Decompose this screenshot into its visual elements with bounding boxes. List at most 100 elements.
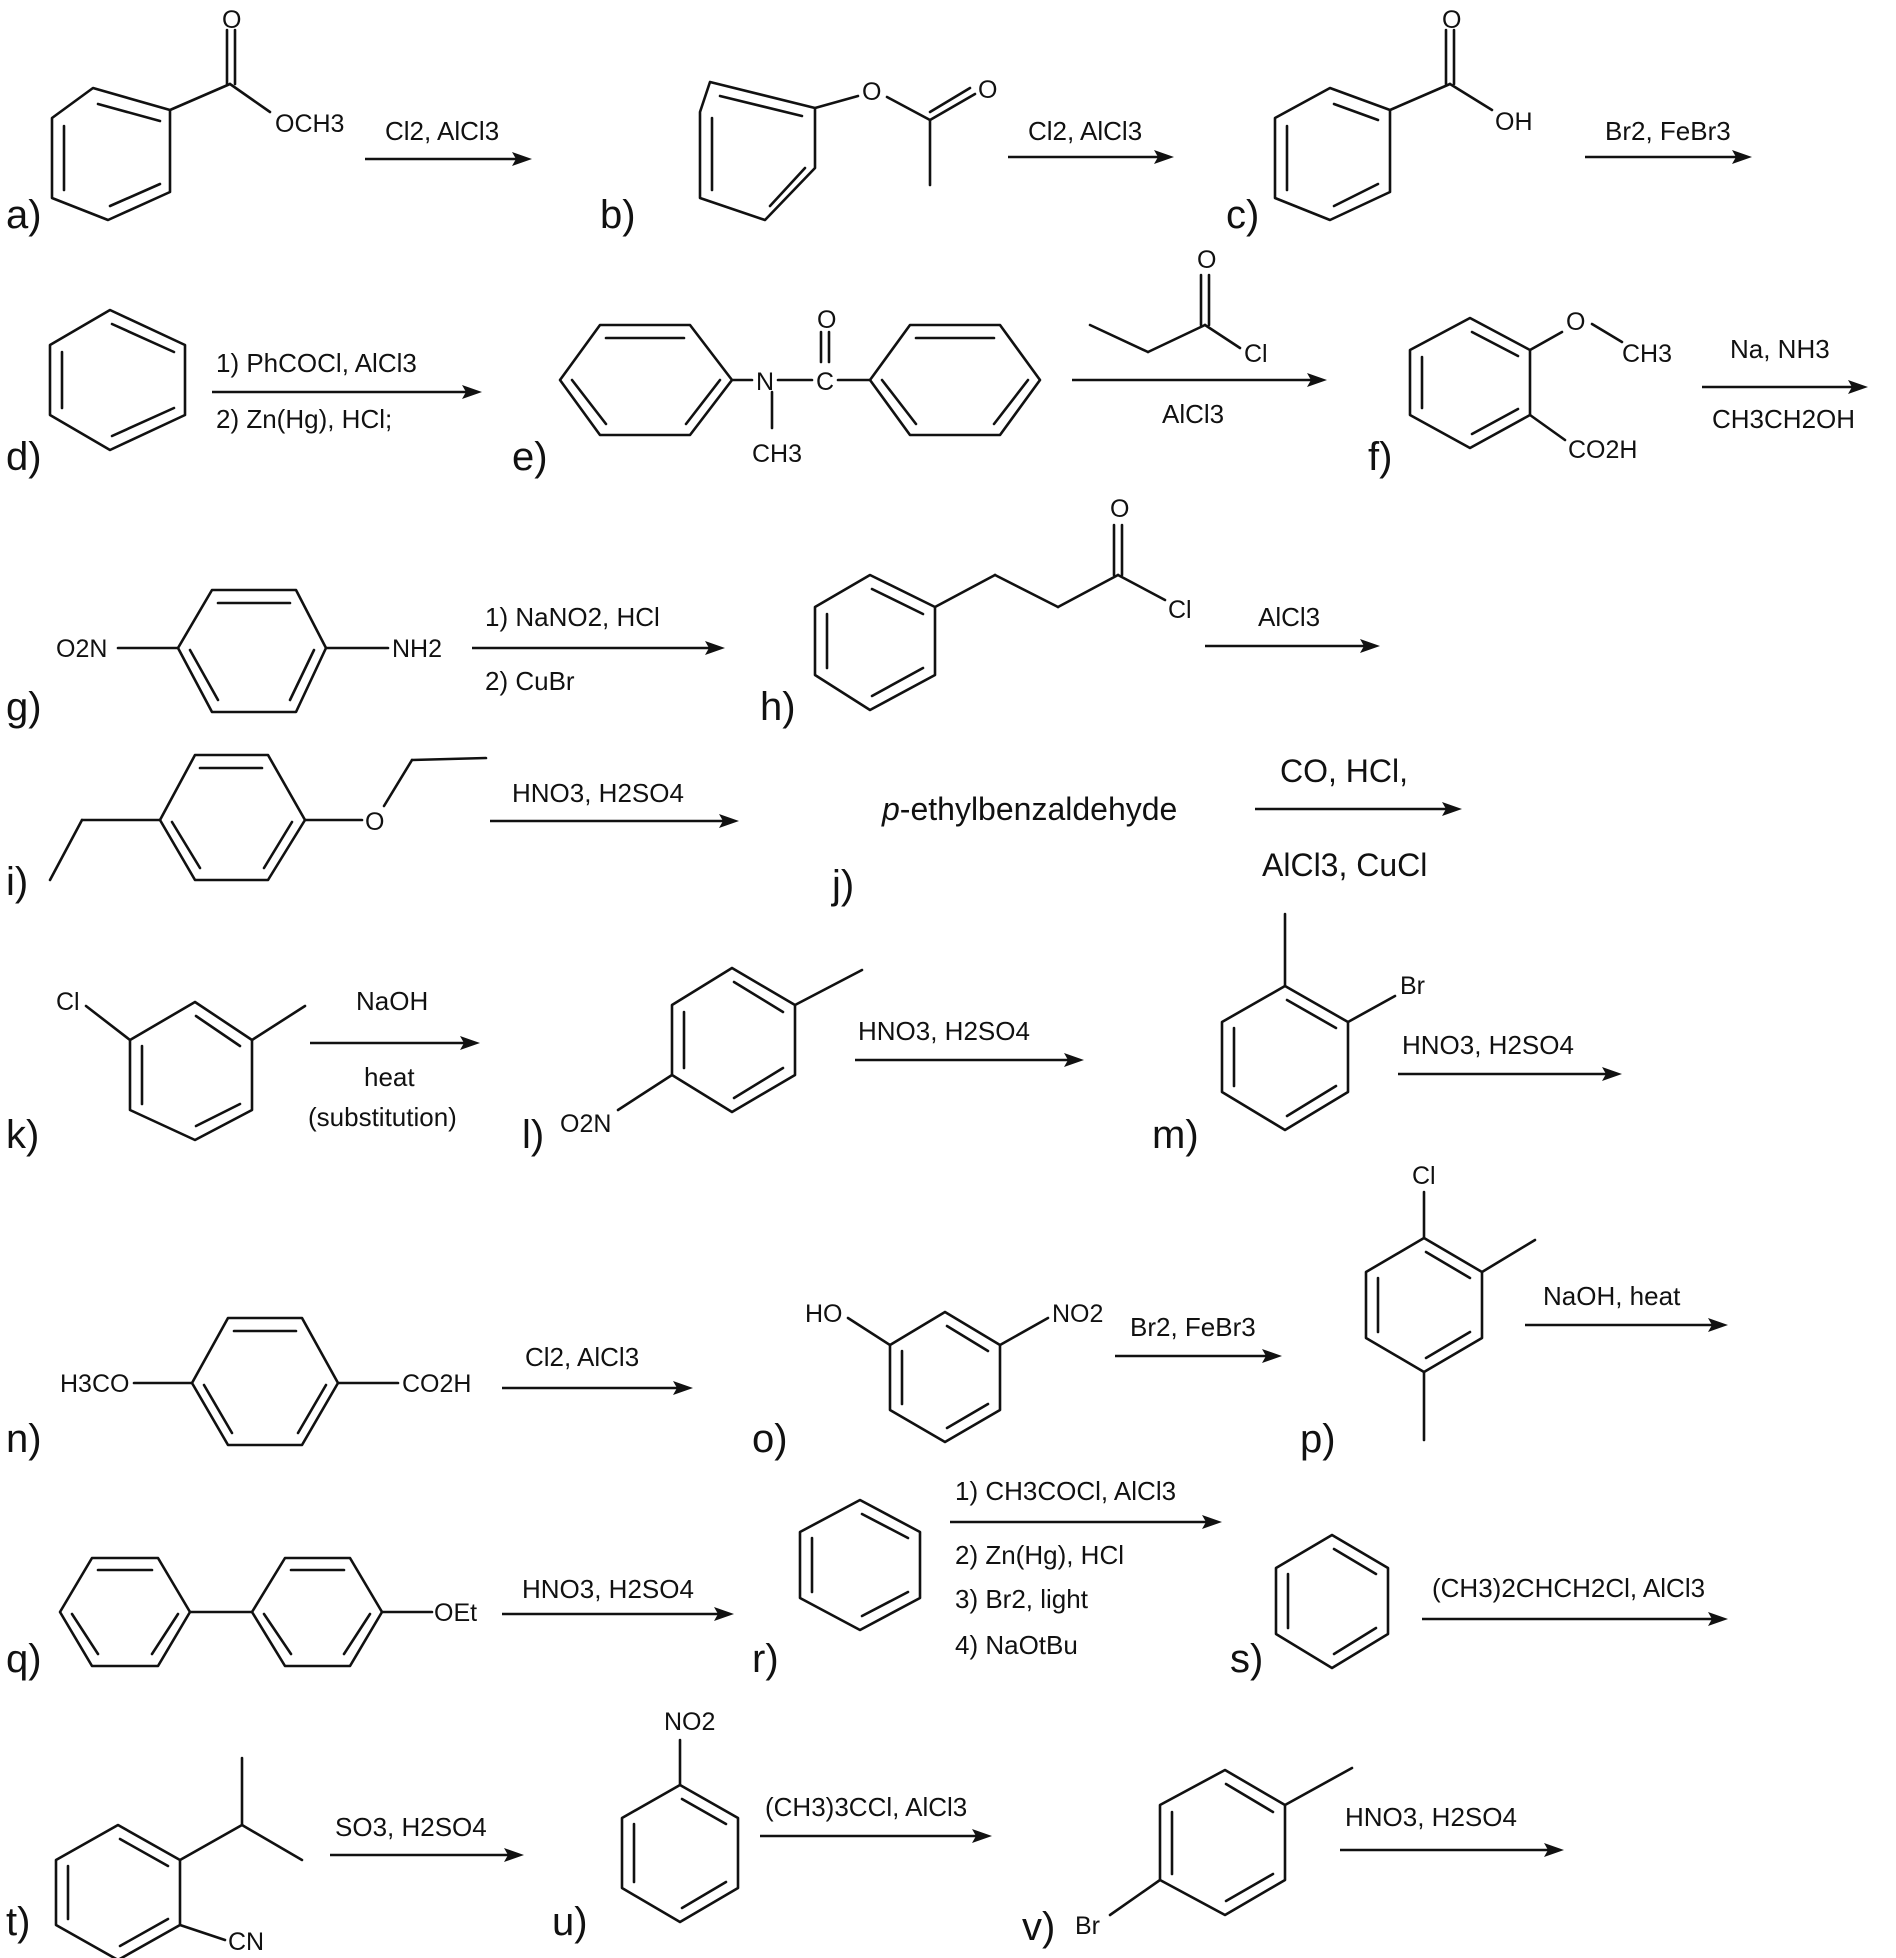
problem-label: i) [6,860,28,904]
benzene-ring [250,1556,384,1668]
atom-label: Cl [1244,340,1268,368]
problem-label: l) [522,1113,544,1157]
atom-label: H3CO [60,1370,129,1398]
atom-label: Br [1075,1912,1100,1940]
problem-v: v) Br HNO3, H2SO4 [1022,1766,1564,1949]
problem-l: l) O2N HNO3, H2SO4 [522,966,1084,1157]
atom-label: OH [1495,108,1533,136]
reagent: NaOH [356,986,428,1016]
benzene-ring [1274,1533,1390,1670]
benzene-ring [558,323,734,437]
benzene-ring [1220,984,1350,1132]
reagent: HNO3, H2SO4 [512,778,684,808]
atom-label: O2N [56,635,107,663]
problem-j: j) p-ethylbenzaldehyde CO, HCl, AlCl3, C… [831,753,1462,907]
problem-label: p) [1300,1417,1336,1461]
atom-label: N [756,368,774,396]
problem-c: c) O OH Br2, FeBr3 [1226,6,1752,237]
reagent: 2) Zn(Hg), HCl; [216,404,392,434]
problem-label: h) [760,685,796,729]
atom-label: Cl [1168,596,1192,624]
problem-i: i) O HNO3, H2SO4 [6,753,739,904]
benzene-ring [670,966,797,1114]
problem-label: u) [552,1900,588,1944]
benzene-ring [1158,1768,1287,1917]
reagent: CH3CH2OH [1712,404,1855,434]
problem-label: q) [6,1637,42,1681]
atom-label: O [817,306,836,334]
reagent: NaOH, heat [1543,1281,1681,1311]
atom-label: Cl [56,988,80,1016]
atom-label: C [816,368,834,396]
atom-label: Br [1400,972,1425,1000]
benzene-ring [888,1310,1002,1444]
problem-h: h) O Cl AlCl3 [760,495,1380,729]
atom-label: CO2H [402,1370,471,1398]
benzene-ring [54,1823,182,1958]
reagent: Cl2, AlCl3 [525,1342,639,1372]
atom-label: CO2H [1568,436,1637,464]
reagent: HNO3, H2SO4 [522,1574,694,1604]
reagent: Cl2, AlCl3 [385,116,499,146]
compound-name: p-ethylbenzaldehyde [881,791,1177,827]
benzene-ring [620,1783,740,1924]
reagent: (CH3)2CHCH2Cl, AlCl3 [1432,1573,1705,1603]
problem-label: f) [1368,435,1392,479]
benzene-ring [698,80,817,222]
benzene-ring [868,323,1042,437]
reagent: 2) CuBr [485,666,575,696]
reagent: Na, NH3 [1730,334,1830,364]
benzene-ring [176,588,328,714]
problem-e: e) O N C CH3 O Cl AlCl3 [512,246,1327,479]
problem-label: j) [831,863,854,907]
problem-label: g) [6,685,42,729]
reagent: HNO3, H2SO4 [1402,1030,1574,1060]
problem-label: o) [752,1417,788,1461]
problem-d: d) 1) PhCOCl, AlCl3 2) Zn(Hg), HCl; [6,308,482,479]
benzene-ring [798,1498,922,1632]
atom-label: O [1442,6,1461,34]
problem-label: a) [6,193,42,237]
problem-label: d) [6,435,42,479]
benzene-ring [50,86,172,222]
problem-r: r) 1) CH3COCl, AlCl3 2) Zn(Hg), HCl 3) B… [752,1476,1222,1681]
atom-label: CN [228,1928,264,1956]
benzene-ring [1408,316,1532,450]
atom-label: CH3 [752,440,802,468]
problem-k: k) Cl NaOH heat (substitution) [6,986,480,1157]
problem-label: t) [6,1900,30,1944]
benzene-ring [158,753,307,882]
reagent: Br2, FeBr3 [1130,1312,1256,1342]
atom-label: NH2 [392,635,442,663]
atom-label: O [365,808,384,836]
problem-f: f) O CH3 CO2H Na, NH3 CH3CH2OH [1368,308,1868,479]
reagent: CO, HCl, [1280,753,1408,789]
reagent: (substitution) [308,1102,457,1132]
problem-g: g) O2N NH2 1) NaNO2, HCl 2) CuBr [6,588,725,729]
reagent: 4) NaOtBu [955,1630,1078,1660]
reagent: AlCl3 [1258,602,1320,632]
reagent: HNO3, H2SO4 [1345,1802,1517,1832]
problem-a: a) O OCH3 Cl2, AlCl3 [6,6,532,237]
reagent: Cl2, AlCl3 [1028,116,1142,146]
problem-label: v) [1022,1905,1055,1949]
atom-label: NO2 [664,1708,715,1736]
problem-n: n) H3CO CO2H Cl2, AlCl3 [6,1316,693,1461]
reagent: SO3, H2SO4 [335,1812,487,1842]
benzene-ring [1364,1236,1484,1374]
reagent: 2) Zn(Hg), HCl [955,1540,1124,1570]
atom-label: HO [805,1300,843,1328]
problem-b: b) O O Cl2, AlCl3 [600,76,1174,237]
problem-label: s) [1230,1637,1263,1681]
atom-label: CH3 [1622,340,1672,368]
benzene-ring [813,573,937,712]
atom-label: OCH3 [275,110,344,138]
atom-label: O [862,78,881,106]
reagent: 3) Br2, light [955,1584,1089,1614]
reagent: 1) CH3COCl, AlCl3 [955,1476,1176,1506]
reagent: AlCl3, CuCl [1262,847,1427,883]
problem-q: q) OEt HNO3, H2SO4 [6,1556,734,1681]
atom-label: O [978,76,997,104]
reagent: 1) PhCOCl, AlCl3 [216,348,417,378]
